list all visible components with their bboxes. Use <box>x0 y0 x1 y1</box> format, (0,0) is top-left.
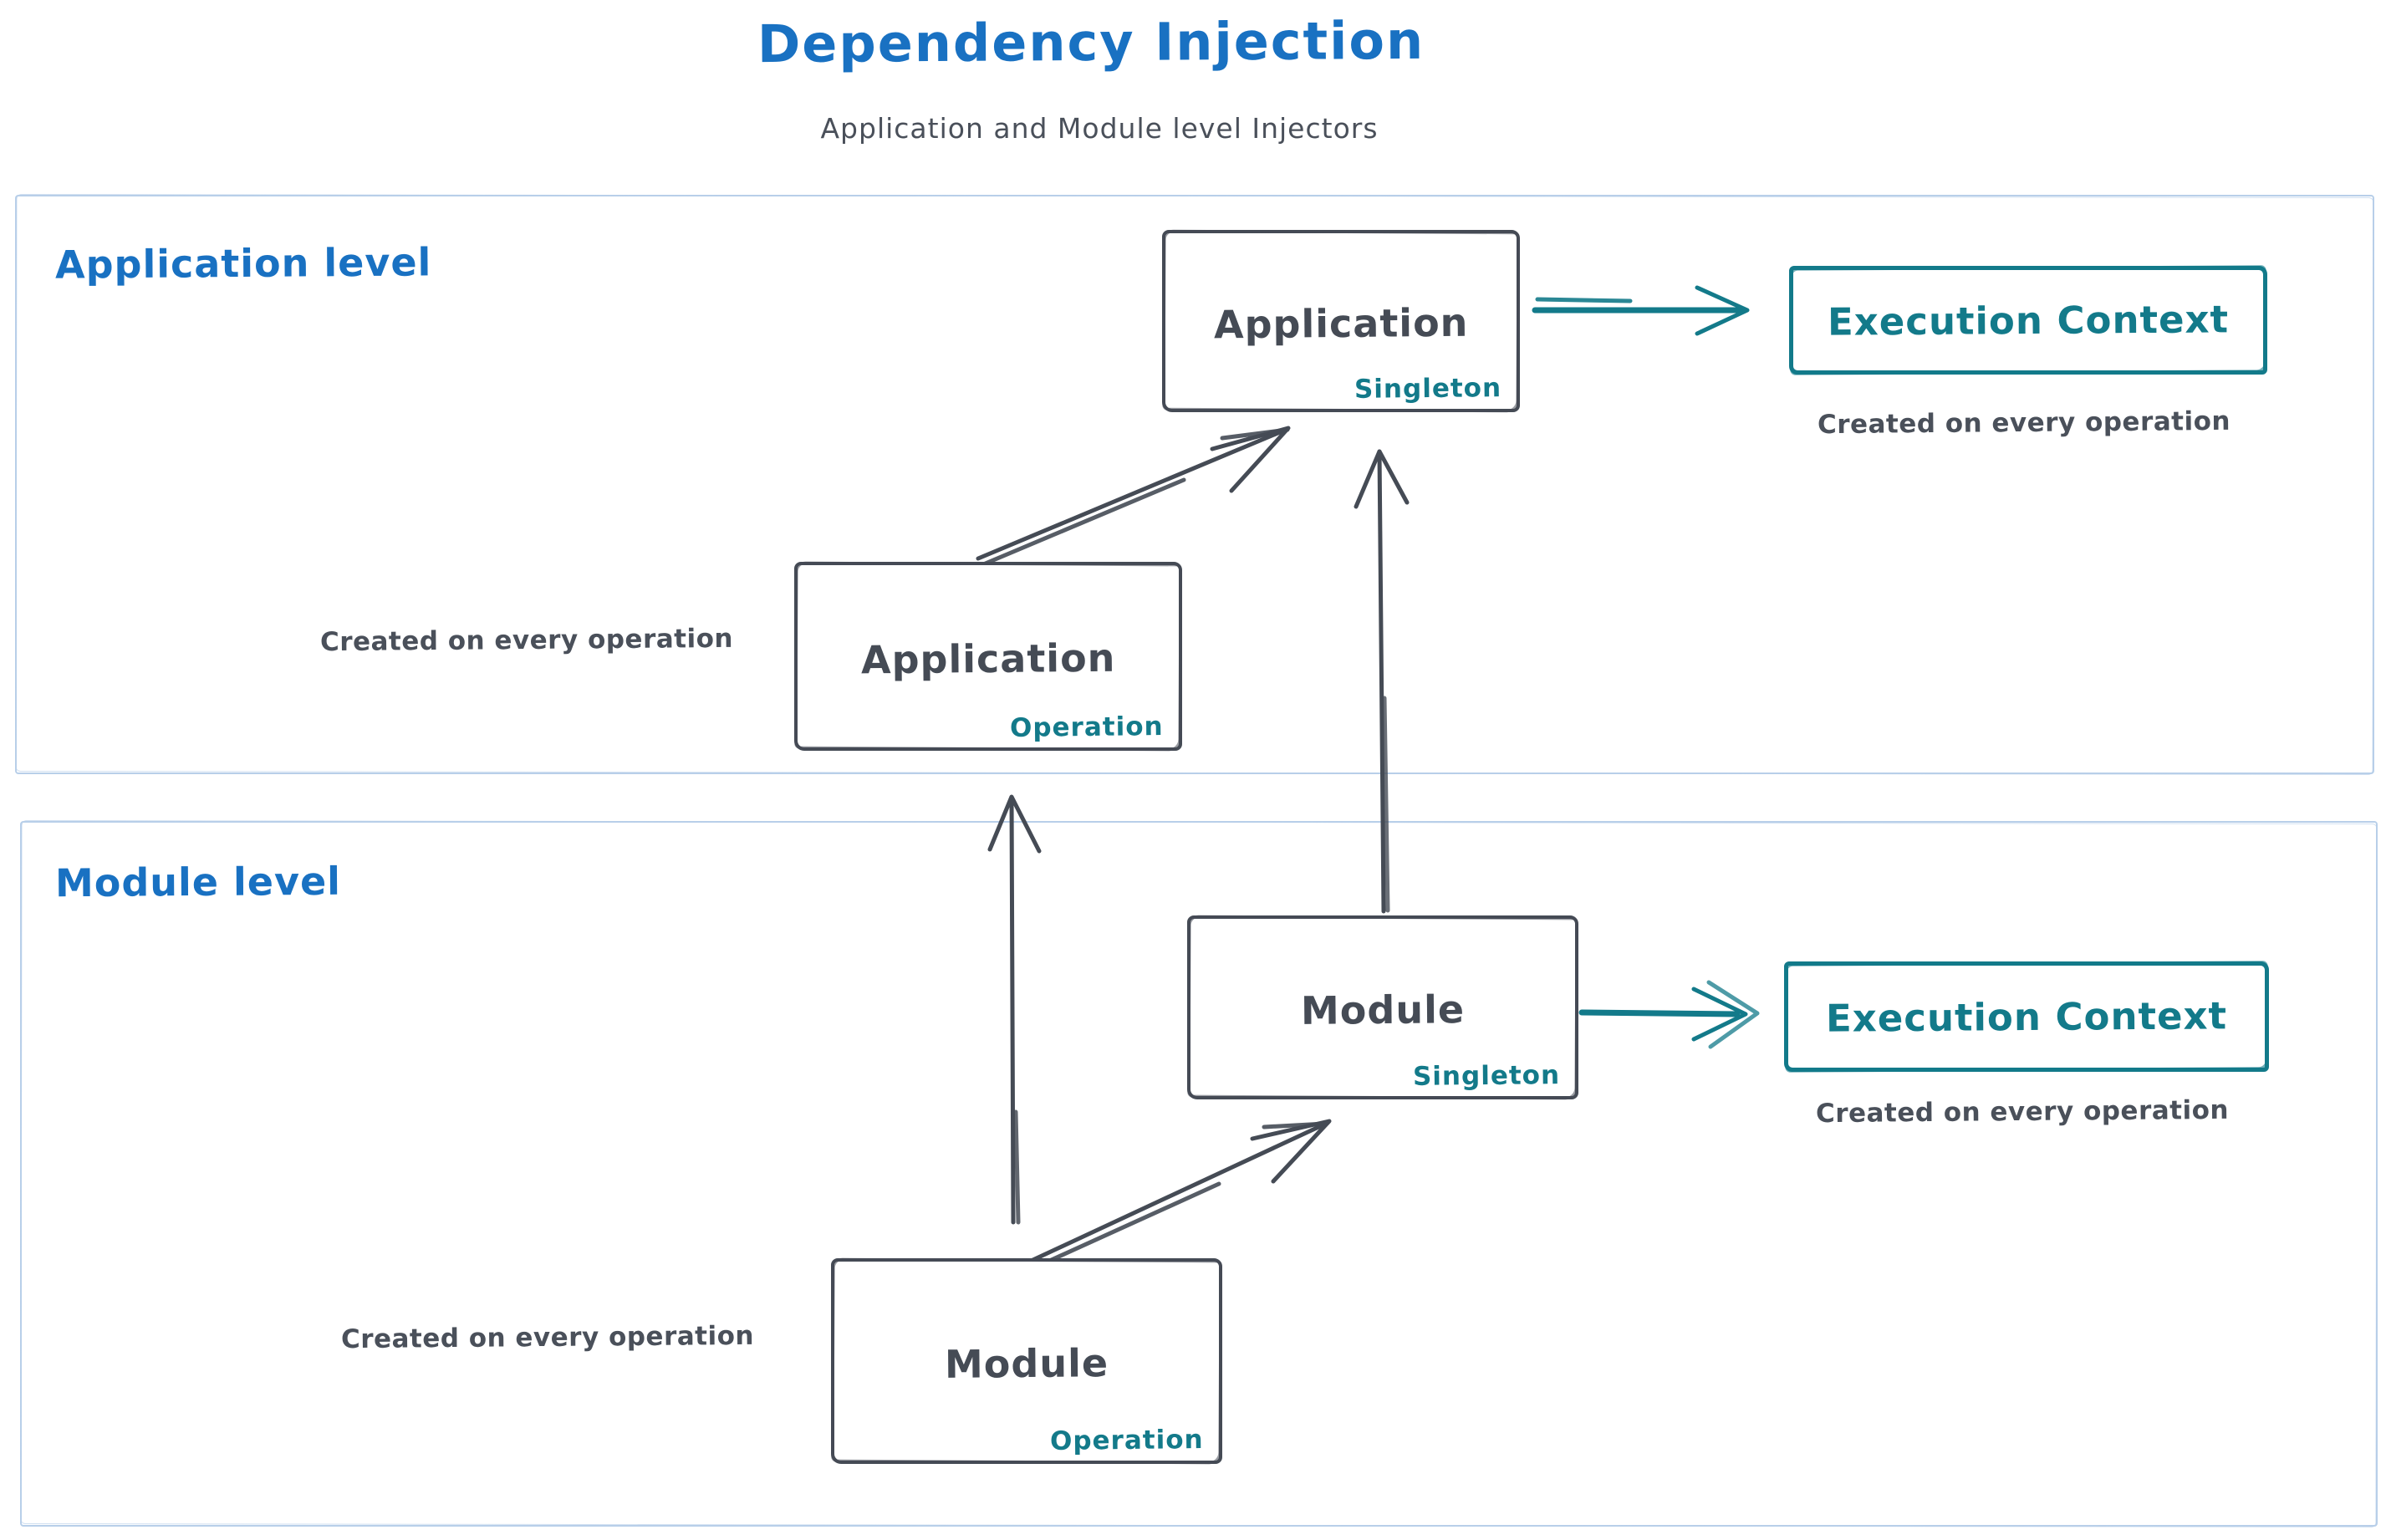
module-execution-context-box: Execution Context <box>1784 961 2269 1072</box>
module-singleton-label: Module <box>1300 987 1466 1033</box>
arrow-module-singleton-to-app-singleton <box>1354 449 1410 914</box>
app-operation-box: Application Operation <box>794 562 1182 751</box>
module-operation-caption: Created on every operation <box>340 1320 755 1355</box>
app-operation-caption: Created on every operation <box>319 623 734 658</box>
page-subtitle: Application and Module level Injectors <box>820 112 1379 145</box>
app-execution-context-caption: Created on every operation <box>1817 405 2231 441</box>
arrow-module-operation-to-app-operation <box>987 794 1042 1225</box>
app-execution-context-box: Execution Context <box>1789 266 2267 375</box>
app-operation-scope-label: Operation <box>1010 711 1165 743</box>
module-singleton-scope-label: Singleton <box>1412 1060 1561 1092</box>
app-execution-context-label: Execution Context <box>1827 296 2230 344</box>
module-execution-context-caption: Created on every operation <box>1815 1094 2230 1130</box>
app-operation-label: Application <box>860 635 1116 683</box>
module-operation-scope-label: Operation <box>1050 1425 1205 1456</box>
arrow-module-singleton-to-execution-context <box>1578 980 1760 1049</box>
app-singleton-box: Application Singleton <box>1162 230 1520 412</box>
app-singleton-label: Application <box>1213 299 1469 348</box>
module-singleton-box: Module Singleton <box>1187 915 1578 1099</box>
module-operation-label: Module <box>944 1340 1109 1387</box>
module-level-frame <box>20 821 2378 1527</box>
arrow-app-singleton-to-execution-context <box>1532 285 1750 336</box>
module-operation-box: Module Operation <box>831 1258 1222 1464</box>
arrow-module-operation-to-module-singleton <box>1007 1119 1332 1282</box>
module-execution-context-label: Execution Context <box>1825 992 2228 1041</box>
app-singleton-scope-label: Singleton <box>1354 373 1502 405</box>
arrow-app-operation-to-app-singleton <box>969 426 1291 572</box>
application-level-frame <box>15 195 2374 774</box>
